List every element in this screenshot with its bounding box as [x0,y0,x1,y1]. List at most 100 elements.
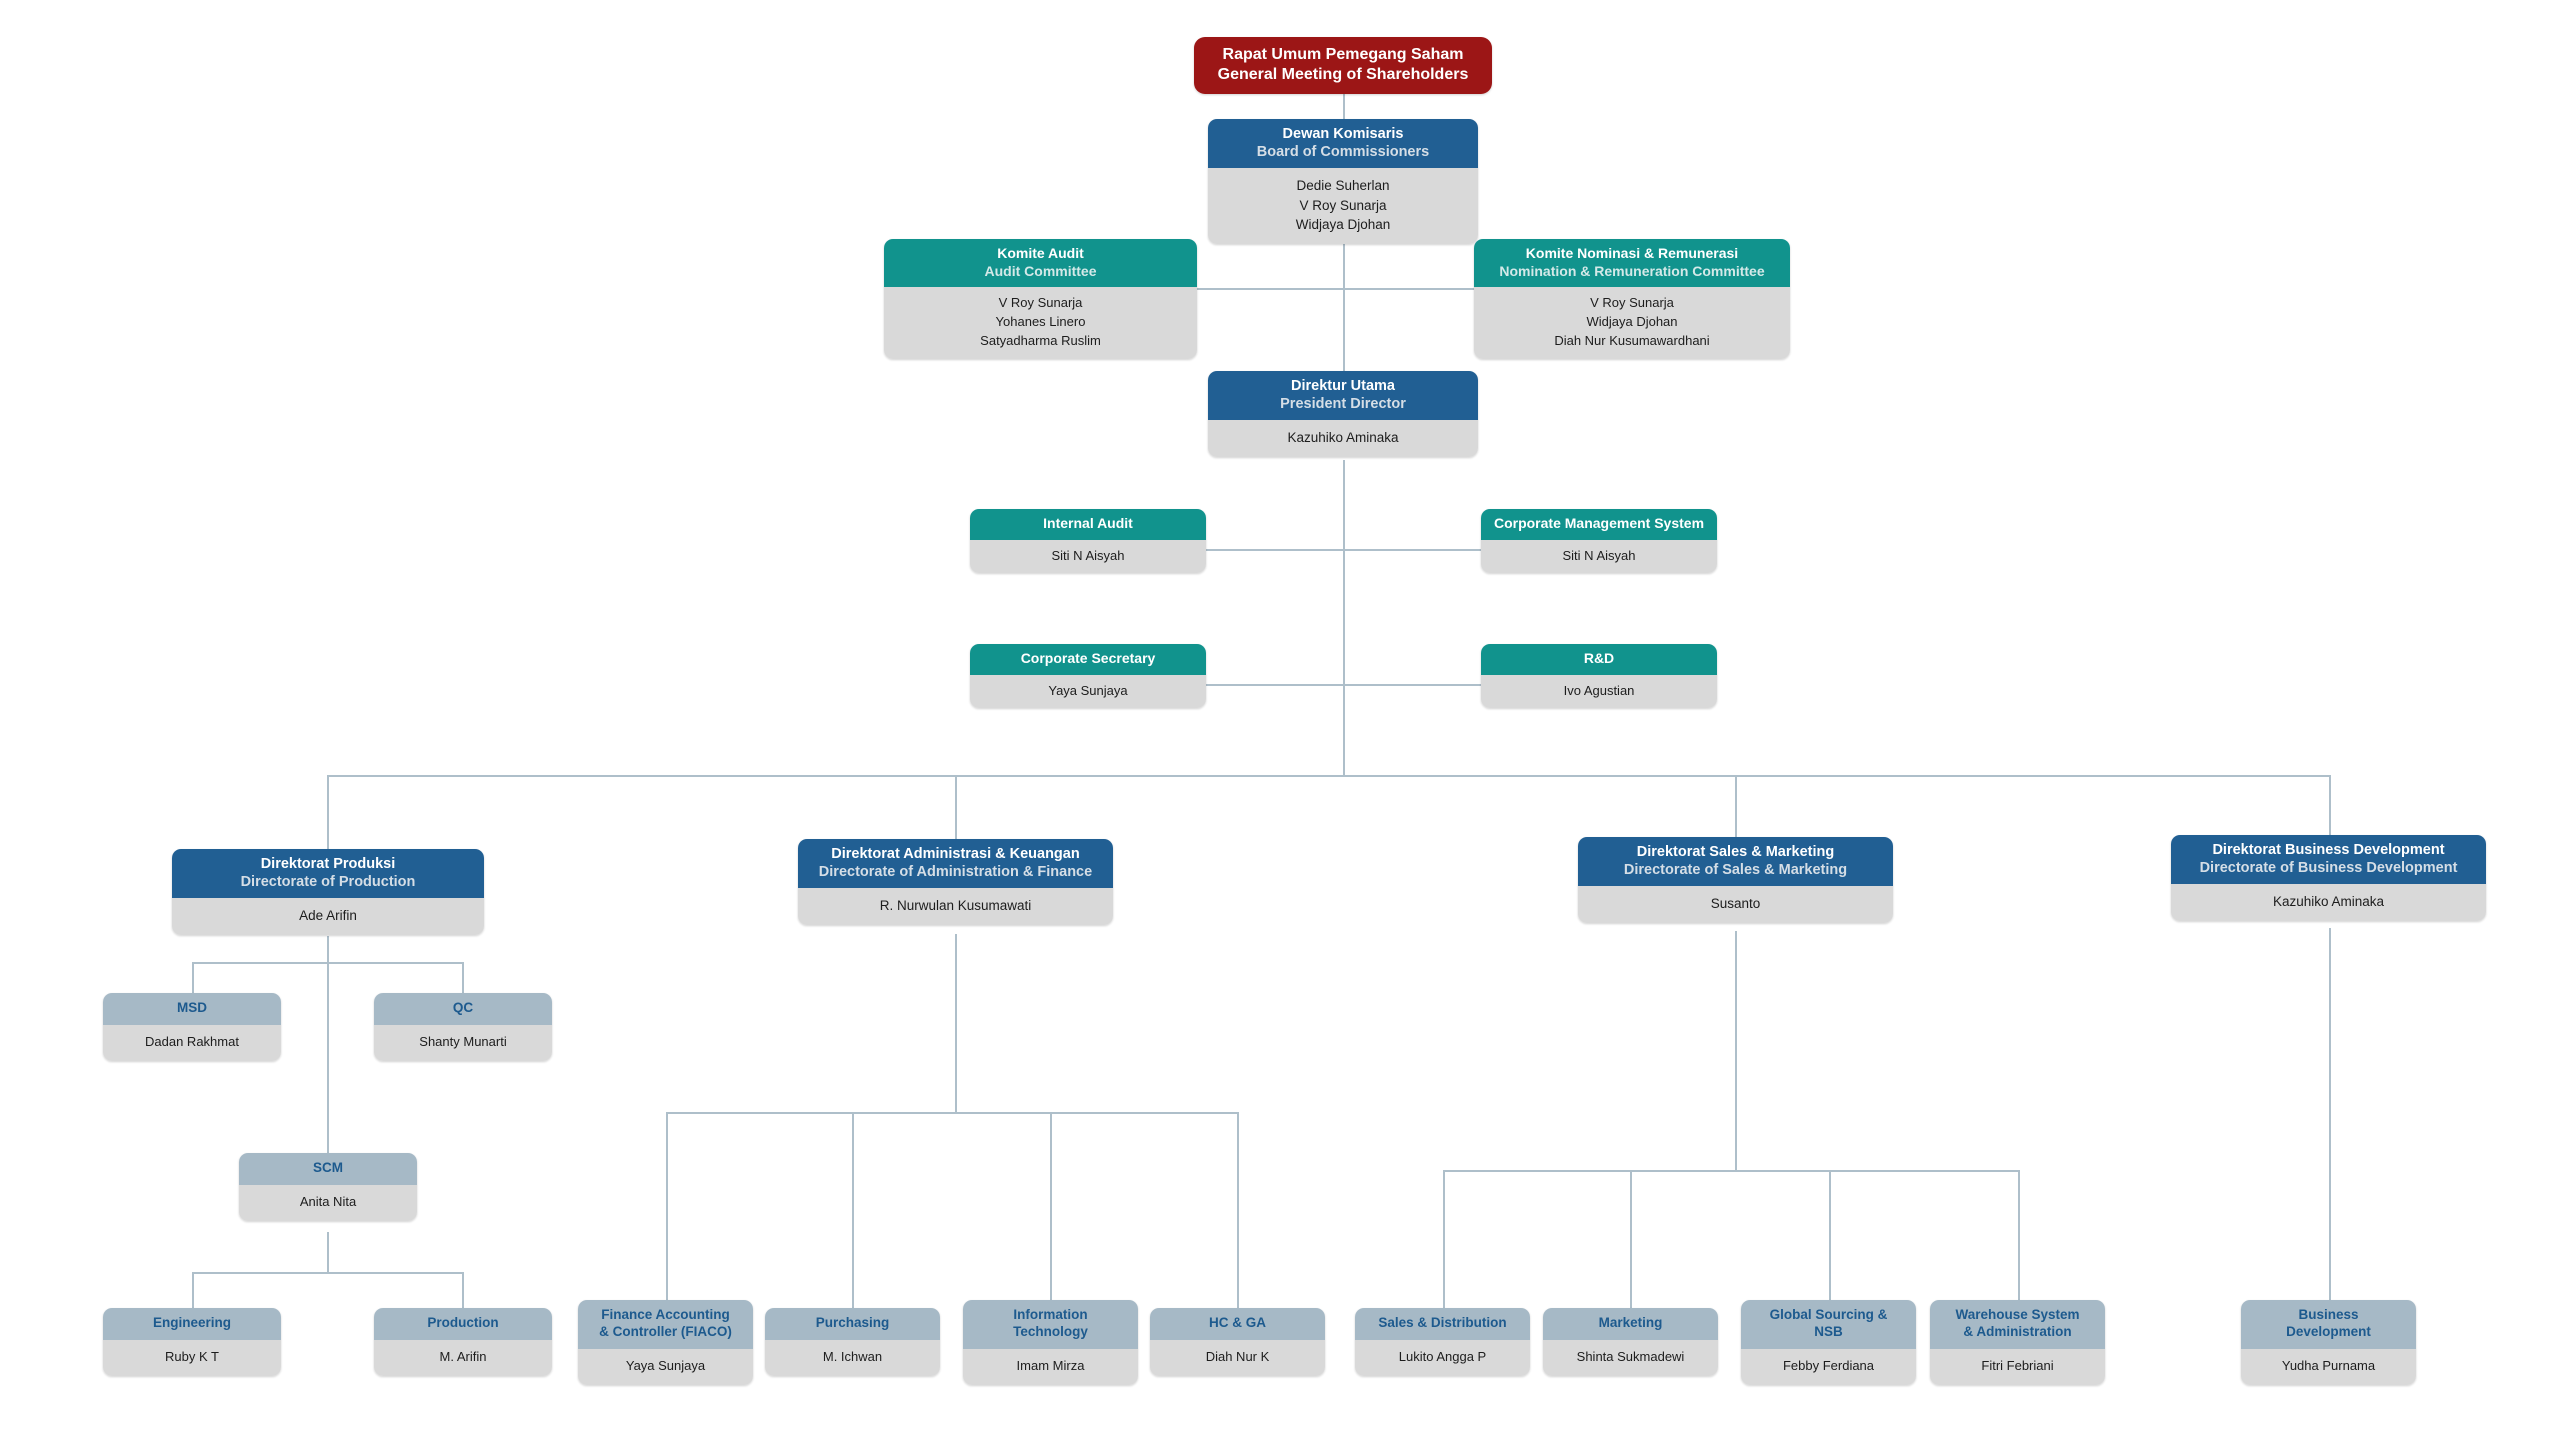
node-title-id: Dewan Komisaris [1282,126,1404,142]
node-general-meeting-of-shareholders[interactable]: Rapat Umum Pemegang Saham General Meetin… [1194,37,1492,94]
connector-it-drop [1050,1112,1052,1308]
node-engineering[interactable]: Engineering Ruby K T [103,1308,281,1376]
node-title-line-1: Global Sourcing & [1769,1307,1888,1322]
node-header: Global Sourcing & NSB [1741,1300,1916,1349]
node-people: V Roy Sunarja Widjaya Djohan Diah Nur Ku… [1474,287,1790,359]
node-people: Siti N Aisyah [1481,539,1717,574]
node-nomination-remuneration-committee[interactable]: Komite Nominasi & Remunerasi Nomination … [1474,239,1790,359]
node-people: Ivo Agustian [1481,674,1717,709]
connector-president-to-bus [1343,460,1345,776]
node-title-id: HC & GA [1209,1315,1266,1330]
node-header: Engineering [103,1308,281,1340]
connector-admin-down [955,934,957,1113]
node-title-en: President Director [1280,396,1406,413]
person-name: Ruby K T [165,1348,219,1364]
node-title-id: Direktorat Administrasi & Keuangan [831,846,1080,862]
connector-corporate-secretary [1205,684,1344,686]
connector-purchasing-drop [852,1112,854,1308]
node-header: Rapat Umum Pemegang Saham General Meetin… [1194,37,1492,94]
node-people: Siti N Aisyah [970,539,1206,574]
node-marketing[interactable]: Marketing Shinta Sukmadewi [1543,1308,1718,1376]
node-scm[interactable]: SCM Anita Nita [239,1153,417,1221]
person-name: Yaya Sunjaya [625,1357,706,1373]
node-title-id: Production [427,1315,499,1330]
person-name: Dedie Suherlan [1296,178,1390,194]
person-name: Kazuhiko Aminaka [1287,430,1399,446]
person-name: Dadan Rakhmat [145,1033,239,1049]
node-title-line-1: Information [1013,1307,1088,1322]
node-qc[interactable]: QC Shanty Munarti [374,993,552,1061]
node-directorate-of-business-development[interactable]: Direktorat Business Development Director… [2171,835,2486,921]
node-title-id: Purchasing [815,1315,890,1330]
node-title-id: Corporate Secretary [1020,650,1156,666]
node-title-en: Audit Committee [984,262,1097,279]
node-title-id: Komite Audit [997,245,1084,261]
node-title-id: Direktur Utama [1291,378,1395,394]
node-production[interactable]: Production M. Arifin [374,1308,552,1376]
node-people: Shinta Sukmadewi [1543,1339,1718,1376]
node-rnd[interactable]: R&D Ivo Agustian [1481,644,1717,709]
connector-directorate-bus [327,775,2331,777]
connector-corporate-management-system [1343,549,1482,551]
node-title-line-1: Business [2298,1307,2359,1322]
connector-rnd [1343,684,1482,686]
node-people: Anita Nita [239,1184,417,1221]
node-people: M. Arifin [374,1339,552,1376]
node-board-of-commissioners[interactable]: Dewan Komisaris Board of Commissioners D… [1208,119,1478,244]
node-people: Kazuhiko Aminaka [1208,420,1478,457]
node-directorate-of-administration-finance[interactable]: Direktorat Administrasi & Keuangan Direc… [798,839,1113,925]
node-title-en: Directorate of Production [240,874,416,891]
node-people: Susanto [1578,886,1893,923]
connector-msd-drop [192,962,194,995]
node-title-en: Directorate of Sales & Marketing [1623,862,1848,879]
node-header: Direktur Utama President Director [1208,371,1478,421]
node-header: Warehouse System & Administration [1930,1300,2105,1349]
person-name: Fitri Febriani [1981,1357,2054,1373]
node-information-technology[interactable]: Information Technology Imam Mirza [963,1300,1138,1385]
person-name: V Roy Sunarja [998,295,1083,310]
person-name: Yohanes Linero [995,313,1086,329]
node-header: Sales & Distribution [1355,1308,1530,1340]
node-audit-committee[interactable]: Komite Audit Audit Committee V Roy Sunar… [884,239,1197,359]
node-directorate-of-production[interactable]: Direktorat Produksi Directorate of Produ… [172,849,484,935]
node-title-line-2: Technology [1013,1323,1088,1339]
node-header: Dewan Komisaris Board of Commissioners [1208,119,1478,169]
node-warehouse-system-administration[interactable]: Warehouse System & Administration Fitri … [1930,1300,2105,1385]
node-internal-audit[interactable]: Internal Audit Siti N Aisyah [970,509,1206,574]
person-name: V Roy Sunarja [1590,295,1674,310]
connector-engineering-drop [192,1272,194,1308]
node-title-id: MSD [177,1000,207,1015]
node-people: Kazuhiko Aminaka [2171,884,2486,921]
connector-qc-drop [462,962,464,995]
node-people: Imam Mirza [963,1348,1138,1385]
node-hc-ga[interactable]: HC & GA Diah Nur K [1150,1308,1325,1376]
node-sales-distribution[interactable]: Sales & Distribution Lukito Angga P [1355,1308,1530,1376]
node-president-director[interactable]: Direktur Utama President Director Kazuhi… [1208,371,1478,457]
node-people: Lukito Angga P [1355,1339,1530,1376]
person-name: Siti N Aisyah [1562,547,1636,563]
connector-marketing-drop [1630,1170,1632,1308]
connector-nomination-committee [1343,288,1474,290]
node-header: Purchasing [765,1308,940,1340]
node-business-development[interactable]: Business Development Yudha Purnama [2241,1300,2416,1385]
node-people: Ade Arifin [172,898,484,935]
node-title-id: Direktorat Produksi [260,856,396,872]
node-msd[interactable]: MSD Dadan Rakhmat [103,993,281,1061]
node-header: R&D [1481,644,1717,675]
node-purchasing[interactable]: Purchasing M. Ichwan [765,1308,940,1376]
node-people: R. Nurwulan Kusumawati [798,888,1113,925]
node-title-id: Internal Audit [1043,515,1133,531]
node-people: Yaya Sunjaya [578,1348,753,1385]
person-name: Diah Nur K [1205,1348,1270,1364]
node-title-id: Corporate Management System [1493,515,1705,531]
node-header: SCM [239,1153,417,1185]
node-corporate-management-system[interactable]: Corporate Management System Siti N Aisya… [1481,509,1717,574]
node-corporate-secretary[interactable]: Corporate Secretary Yaya Sunjaya [970,644,1206,709]
node-header: Information Technology [963,1300,1138,1349]
node-people: Shanty Munarti [374,1024,552,1061]
node-global-sourcing-nsb[interactable]: Global Sourcing & NSB Febby Ferdiana [1741,1300,1916,1385]
node-finance-accounting-controller[interactable]: Finance Accounting & Controller (FIACO) … [578,1300,753,1385]
person-name: Siti N Aisyah [1051,547,1125,563]
node-directorate-of-sales-marketing[interactable]: Direktorat Sales & Marketing Directorate… [1578,837,1893,923]
node-header: Business Development [2241,1300,2416,1349]
